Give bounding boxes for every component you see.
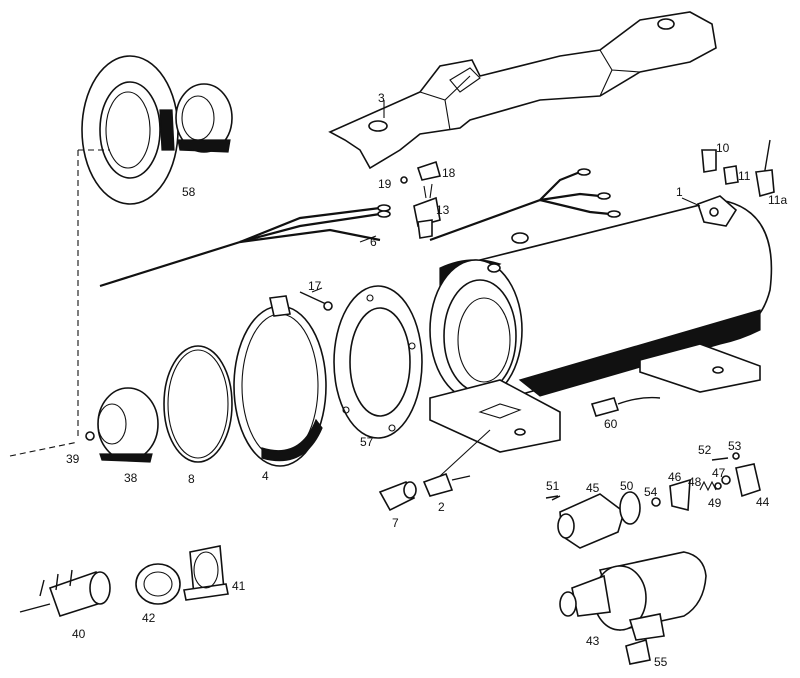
- label-47: 47: [712, 466, 726, 480]
- sensor-part-60: [590, 396, 661, 417]
- screw-part-51: [545, 495, 559, 499]
- label-46: 46: [668, 470, 682, 484]
- label-8: 8: [188, 472, 195, 486]
- label-55: 55: [654, 655, 668, 669]
- label-11: 11: [738, 169, 751, 183]
- label-4: 4: [262, 469, 269, 483]
- label-57: 57: [360, 435, 374, 449]
- label-51: 51: [546, 479, 560, 493]
- mounting-rail-part-3: [328, 11, 717, 170]
- plug-part-18: [416, 160, 442, 181]
- label-1: 1: [676, 185, 683, 199]
- assembly-line-bottom-left: [9, 441, 79, 457]
- washer-part-49: [714, 482, 722, 490]
- sensor-part-2: [422, 472, 471, 497]
- screw-part-52: [711, 457, 729, 461]
- cover-part-44: [735, 463, 761, 498]
- washer-part-19: [400, 176, 408, 184]
- nut-part-53: [732, 452, 740, 460]
- label-2: 2: [438, 500, 445, 514]
- wire-harness-part-6: [99, 204, 391, 288]
- part-number-labels: 1 2 3 4 6 7 8 10 11 11a 13 17 18 19 38 3…: [66, 91, 787, 669]
- motor-part-40: [19, 569, 111, 617]
- label-58: 58: [182, 185, 196, 199]
- label-42: 42: [142, 611, 156, 625]
- label-17: 17: [308, 279, 322, 293]
- label-19: 19: [378, 177, 392, 191]
- label-53: 53: [728, 439, 742, 453]
- ring-part-47: [721, 475, 731, 485]
- label-18: 18: [442, 166, 456, 180]
- label-45: 45: [586, 481, 600, 495]
- label-54: 54: [644, 485, 658, 499]
- gasket-flange-part-57: [333, 285, 423, 439]
- leader-lines: [311, 100, 701, 293]
- label-38: 38: [124, 471, 138, 485]
- clamp-part-41: [183, 545, 229, 601]
- label-52: 52: [698, 443, 712, 457]
- heater-body-part-1: [429, 195, 773, 453]
- label-41: 41: [232, 579, 246, 593]
- washer-part-39: [85, 431, 95, 441]
- label-10: 10: [716, 141, 730, 155]
- seal-part-50: [619, 491, 641, 525]
- sensor-part-13: [413, 183, 441, 239]
- fitting-part-11: [723, 165, 739, 185]
- label-44: 44: [756, 495, 770, 509]
- label-39: 39: [66, 452, 80, 466]
- sleeve-part-42: [135, 563, 181, 605]
- label-6: 6: [370, 235, 377, 249]
- hose-part-11a: [755, 139, 775, 198]
- label-13: 13: [436, 203, 450, 217]
- heater-wires: [429, 168, 621, 242]
- pump-body-part-45: [551, 493, 625, 549]
- label-49: 49: [708, 496, 722, 510]
- label-43: 43: [586, 634, 600, 648]
- label-11a: 11a: [768, 193, 787, 207]
- impeller-part-46: [669, 478, 691, 512]
- label-50: 50: [620, 479, 634, 493]
- clamp-ring-part-4: [233, 295, 327, 467]
- washer-part-54: [651, 497, 661, 507]
- label-40: 40: [72, 627, 86, 641]
- pump-assembly-part-43: [559, 551, 707, 641]
- label-48: 48: [688, 475, 702, 489]
- end-cap-part-38: [97, 387, 159, 463]
- screw-part-17: [299, 291, 333, 311]
- flange-and-cap-part-58: [81, 55, 233, 205]
- label-7: 7: [392, 516, 399, 530]
- label-60: 60: [604, 417, 618, 431]
- leader-part-2: [439, 429, 491, 477]
- o-ring-part-8: [163, 345, 233, 463]
- spring-part-48: [699, 480, 717, 492]
- plug-part-7: [378, 480, 417, 512]
- label-3: 3: [378, 91, 385, 105]
- connector-part-55: [625, 638, 651, 665]
- fitting-part-10: [701, 149, 717, 173]
